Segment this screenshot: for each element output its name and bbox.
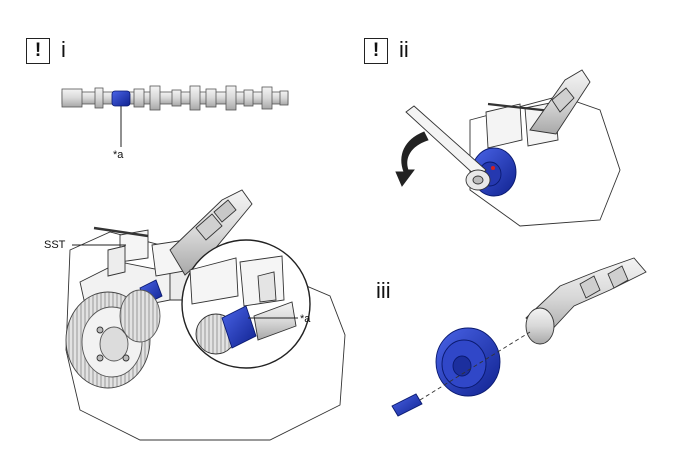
highlighted-journal (111, 90, 131, 107)
wrench-handle (405, 105, 487, 179)
rotation-arrow (395, 131, 429, 187)
step-label-ii: ii (399, 37, 409, 62)
bolt-iii (391, 393, 423, 417)
panel-iii (391, 257, 647, 417)
panel-ii (395, 69, 621, 227)
detail-view (189, 255, 297, 355)
assembly-axis (419, 331, 531, 401)
step-label-i: i (61, 37, 66, 62)
camshaft-i (61, 85, 289, 111)
panel-i (61, 85, 346, 441)
step-label-iii: iii (376, 278, 391, 303)
caution-exclamation-icon-i: ! (26, 38, 50, 64)
callout-a-detail: *a (300, 313, 311, 325)
callout-a: *a (113, 149, 124, 161)
callout-sst: SST (44, 239, 66, 251)
caution-exclamation-icon-ii: ! (364, 38, 388, 64)
